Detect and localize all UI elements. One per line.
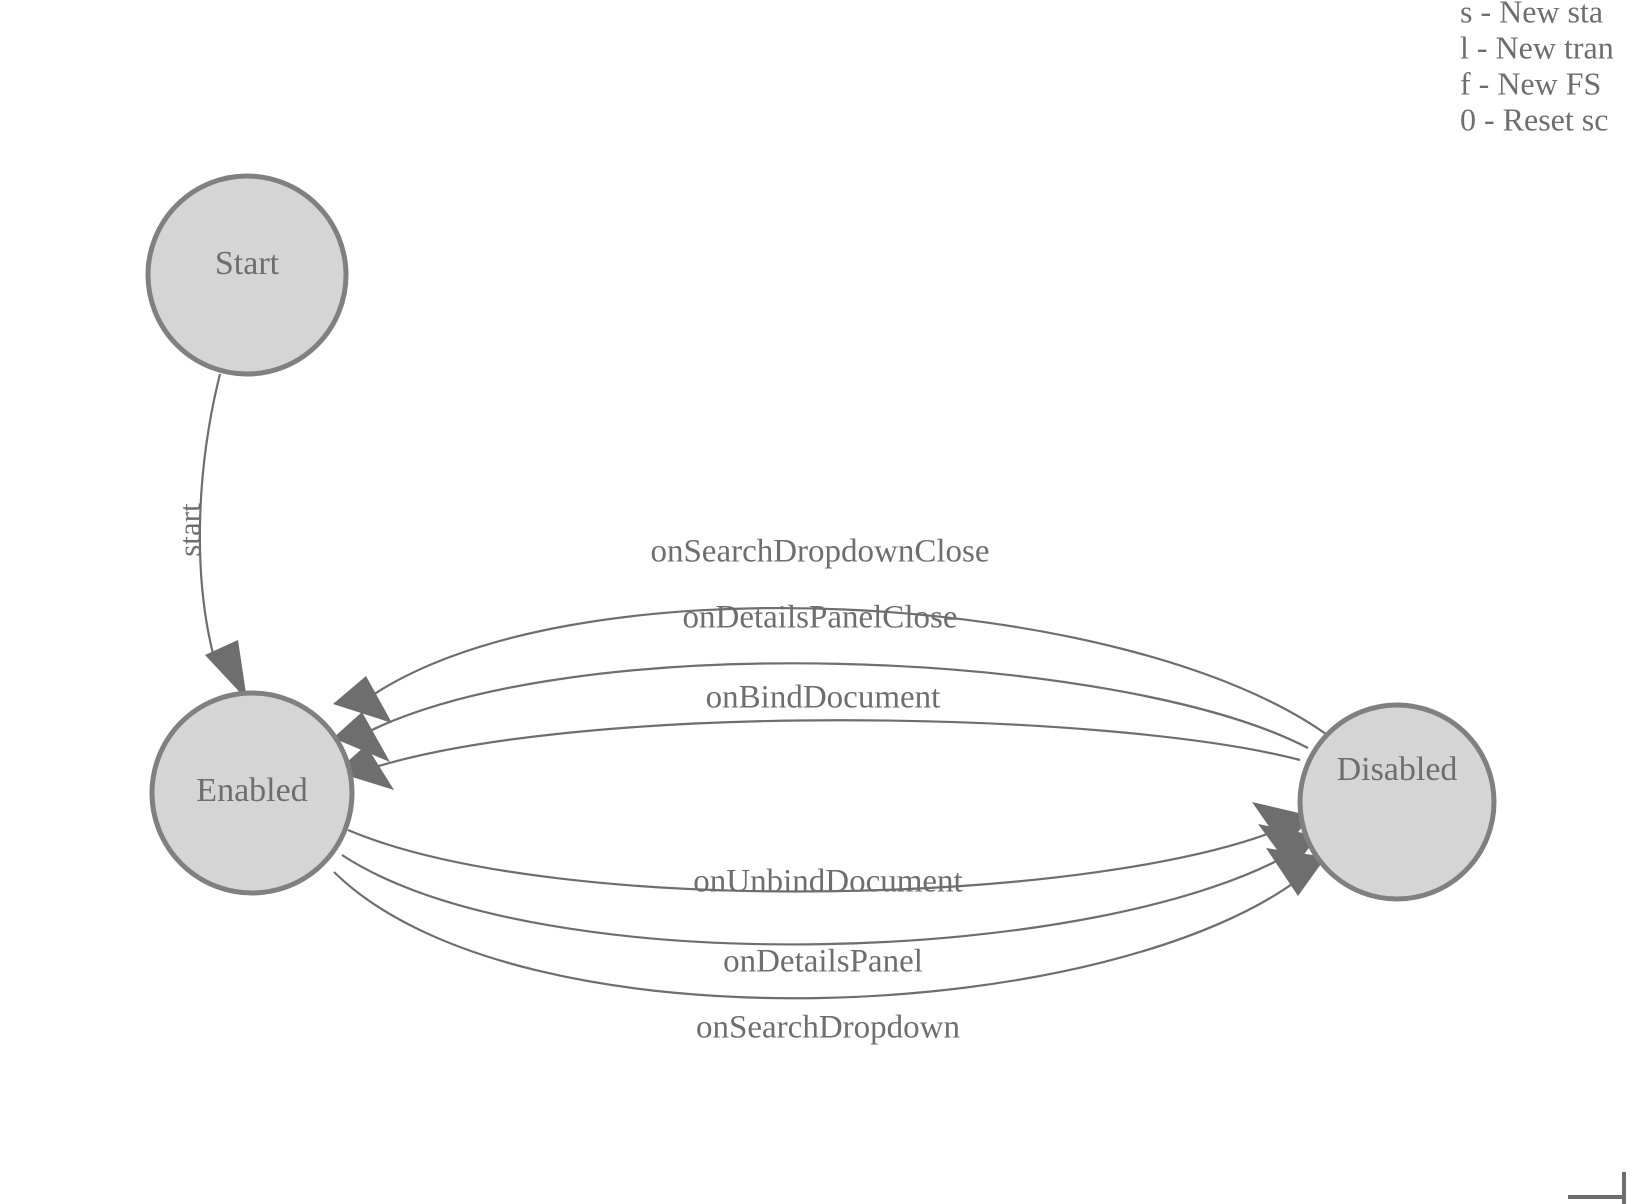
edge-on-unbind-document-arrowhead xyxy=(1252,802,1312,848)
edge-start-arrowhead xyxy=(205,640,247,700)
edge-start[interactable]: start xyxy=(172,373,247,700)
panel-corner-edge-vertical xyxy=(1622,1172,1626,1204)
edge-on-details-panel-close-path xyxy=(355,662,1309,749)
edge-on-details-panel-arrowhead xyxy=(1258,824,1318,870)
edge-on-details-panel-path xyxy=(341,847,1301,946)
edge-label-on-details-panel: onDetailsPanel xyxy=(723,944,923,980)
edge-on-bind-document-arrowhead xyxy=(336,745,394,790)
edge-on-search-dropdown-close-arrowhead xyxy=(333,676,392,723)
edge-on-unbind-document[interactable]: onUnbindDocument xyxy=(347,802,1312,900)
edge-label-start: start xyxy=(172,503,207,557)
edge-on-details-panel[interactable]: onDetailsPanel xyxy=(341,824,1318,980)
state-node-disabled[interactable]: Disabled xyxy=(1297,702,1497,902)
edge-on-details-panel-close-arrowhead xyxy=(333,712,390,762)
edge-on-search-dropdown-arrowhead xyxy=(1266,848,1326,896)
state-node-start-label: Start xyxy=(215,245,280,282)
edge-label-on-unbind-document: onUnbindDocument xyxy=(693,864,962,900)
edge-start-path xyxy=(198,373,222,666)
edge-label-on-bind-document: onBindDocument xyxy=(706,680,941,716)
edge-on-unbind-document-path xyxy=(347,823,1291,893)
edge-on-search-dropdown-path xyxy=(333,871,1309,1000)
state-node-enabled-circle xyxy=(149,690,355,896)
edge-on-details-panel-close[interactable]: onDetailsPanelClose xyxy=(333,600,1309,762)
state-node-disabled-label: Disabled xyxy=(1337,751,1458,788)
state-node-enabled-label: Enabled xyxy=(196,772,307,809)
edge-on-search-dropdown-close[interactable]: onSearchDropdownClose xyxy=(333,534,1331,738)
edge-label-on-search-dropdown-close: onSearchDropdownClose xyxy=(650,534,989,570)
panel-corner-edge-horizontal xyxy=(1568,1195,1626,1199)
state-node-disabled-circle xyxy=(1297,702,1497,902)
state-node-enabled[interactable]: Enabled xyxy=(149,690,355,896)
edge-on-search-dropdown[interactable]: onSearchDropdown xyxy=(333,848,1326,1046)
state-node-start-circle xyxy=(145,173,349,377)
edge-on-search-dropdown-close-path xyxy=(359,607,1331,738)
edge-on-bind-document[interactable]: onBindDocument xyxy=(336,680,1301,790)
edge-label-on-details-panel-close: onDetailsPanelClose xyxy=(683,600,958,636)
edge-on-bind-document-path xyxy=(359,719,1301,774)
state-node-start[interactable]: Start xyxy=(145,173,349,377)
edge-label-on-search-dropdown: onSearchDropdown xyxy=(696,1010,960,1046)
